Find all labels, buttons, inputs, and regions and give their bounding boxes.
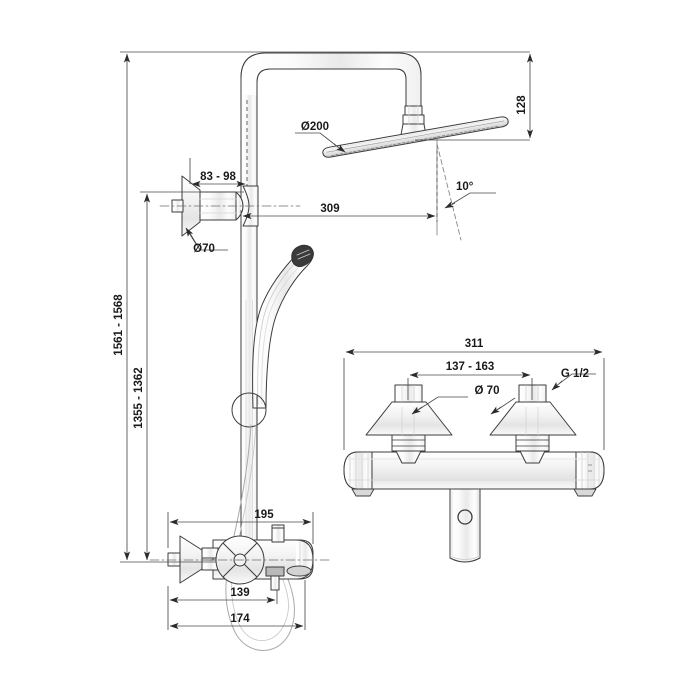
detail-inlet-left [365,384,453,464]
head-angle-reference [436,143,462,241]
main-view-dimension-texts: 1561 - 1568 1355 - 1362 128 83 - 98 309 … [113,95,528,625]
leader-detail-escutcheon-arrow [411,406,423,415]
leader-angle-arrow [444,201,456,209]
mixer-detail-view [343,384,605,563]
shower-arm [240,52,422,109]
detail-view-dimension-texts: 311 137 - 163 G 1/2 Ø 70 [446,338,589,397]
dim-text-overall-height: 1561 - 1568 [113,294,125,356]
leader-head-diameter-arrow [333,143,346,153]
detail-inlet-right [489,384,577,464]
leader-angle [451,192,496,205]
riser-pipe [240,79,258,571]
dim-text-mixer-total: 174 [230,613,250,625]
leader-detail-escutcheon [417,396,468,411]
main-elevation-view [149,52,509,651]
dim-text-mixer-inlets: 139 [230,587,249,599]
dim-text-head-projection: 309 [320,203,339,215]
detail-mixer-body [343,451,605,490]
dim-text-mixer-width: 195 [254,509,274,521]
dim-text-bracket-escutcheon: Ø70 [193,243,215,255]
detail-body-feet [351,488,597,497]
leader-thread [559,373,596,384]
dim-text-head-height: 128 [516,95,528,115]
detail-spout [449,488,481,563]
head-shower [322,116,509,158]
dim-text-detail-width: 311 [465,338,484,350]
dim-text-bracket-height: 1355 - 1362 [133,367,145,428]
leader-thread-arrow [551,380,563,391]
shower-hose [225,424,295,651]
detail-view-dimensions [343,348,605,450]
leader-bracket-escutcheon-arrow [185,227,197,245]
leader-head-diameter [295,132,339,148]
main-view-dimensions [120,51,534,630]
shower-head-joint [400,105,427,136]
dim-text-detail-escutcheon: Ø 70 [475,385,500,397]
dim-text-head-angle: 10° [456,181,474,193]
dim-text-detail-thread: G 1/2 [561,368,589,380]
dim-text-head-diameter: Ø200 [301,121,329,133]
hand-shower [231,244,314,428]
leader-detail-escutcheon-arrow-2 [490,406,502,415]
dim-text-detail-inlets: 137 - 163 [446,361,495,373]
mixer-body-main [149,524,331,591]
dim-text-bracket-projection: 83 - 98 [200,171,236,183]
